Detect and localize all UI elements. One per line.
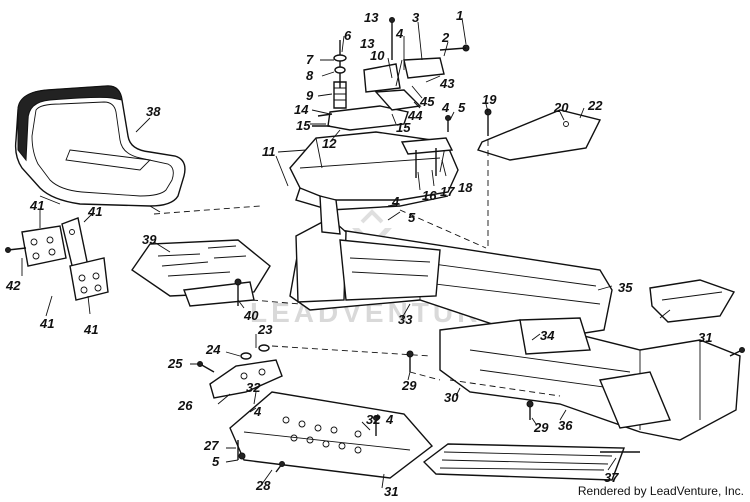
front-bracket bbox=[197, 344, 431, 399]
leader-lines bbox=[21, 17, 671, 489]
callout-16: 16 bbox=[422, 188, 437, 203]
callout-11: 11 bbox=[262, 144, 276, 159]
callout-26: 26 bbox=[177, 398, 193, 413]
callout-12: 12 bbox=[322, 136, 337, 151]
linkage-cluster bbox=[312, 17, 470, 178]
callout-31: 31 bbox=[698, 330, 712, 345]
callout-25: 25 bbox=[167, 356, 183, 371]
callout-19: 19 bbox=[482, 92, 497, 107]
callout-30: 30 bbox=[444, 390, 459, 405]
callout-32: 32 bbox=[246, 380, 261, 395]
callout-15: 15 bbox=[396, 120, 411, 135]
callout-37: 37 bbox=[604, 470, 619, 485]
callout-labels: 1 2 3 4 4 4 4 4 5 5 5 6 7 8 9 10 11 12 1… bbox=[5, 8, 712, 499]
callout-8: 8 bbox=[306, 68, 314, 83]
callout-39: 39 bbox=[142, 232, 157, 247]
callout-43: 43 bbox=[439, 76, 455, 91]
callout-41: 41 bbox=[39, 316, 54, 331]
callout-3: 3 bbox=[412, 10, 420, 25]
callout-33: 33 bbox=[398, 312, 413, 327]
floor-plate-right bbox=[477, 108, 602, 250]
callout-20: 20 bbox=[553, 100, 569, 115]
callout-41: 41 bbox=[87, 204, 102, 219]
callout-24: 24 bbox=[205, 342, 221, 357]
callout-4: 4 bbox=[385, 412, 394, 427]
callout-38: 38 bbox=[146, 104, 161, 119]
callout-31: 31 bbox=[384, 484, 398, 499]
callout-18: 18 bbox=[458, 180, 473, 195]
callout-36: 36 bbox=[558, 418, 573, 433]
rear-fender bbox=[649, 279, 736, 323]
callout-4: 4 bbox=[395, 26, 404, 41]
callout-28: 28 bbox=[255, 478, 271, 493]
callout-17: 17 bbox=[440, 184, 455, 199]
callout-32: 32 bbox=[366, 412, 381, 427]
callout-2: 2 bbox=[441, 30, 450, 45]
callout-4: 4 bbox=[253, 404, 262, 419]
seat-mount-plate bbox=[131, 239, 271, 307]
foot-mat bbox=[422, 443, 640, 481]
callout-5: 5 bbox=[212, 454, 220, 469]
callout-5: 5 bbox=[458, 100, 466, 115]
credit-text: Rendered by LeadVenture, Inc. bbox=[577, 484, 744, 498]
callout-5: 5 bbox=[408, 210, 416, 225]
callout-41: 41 bbox=[29, 198, 44, 213]
callout-29: 29 bbox=[533, 420, 549, 435]
footboard bbox=[229, 391, 434, 479]
callout-29: 29 bbox=[401, 378, 417, 393]
callout-23: 23 bbox=[257, 322, 273, 337]
callout-22: 22 bbox=[587, 98, 603, 113]
callout-40: 40 bbox=[243, 308, 259, 323]
callout-10: 10 bbox=[370, 48, 385, 63]
callout-44: 44 bbox=[407, 108, 423, 123]
seat-hinge-brackets bbox=[5, 217, 109, 301]
loose-bolts bbox=[153, 205, 561, 473]
seat bbox=[14, 85, 186, 213]
callout-9: 9 bbox=[306, 88, 314, 103]
callout-27: 27 bbox=[203, 438, 219, 453]
callout-13: 13 bbox=[360, 36, 375, 51]
callout-6: 6 bbox=[344, 28, 352, 43]
callout-13: 13 bbox=[364, 10, 379, 25]
callout-42: 42 bbox=[5, 278, 21, 293]
callout-35: 35 bbox=[618, 280, 633, 295]
callout-1: 1 bbox=[456, 8, 463, 23]
footboard-tread-holes bbox=[282, 416, 362, 454]
callout-14: 14 bbox=[294, 102, 309, 117]
callout-34: 34 bbox=[540, 328, 555, 343]
callout-4: 4 bbox=[441, 100, 450, 115]
rear-frame bbox=[439, 317, 745, 441]
callout-7: 7 bbox=[306, 52, 314, 67]
main-frame bbox=[289, 195, 613, 341]
callout-41: 41 bbox=[83, 322, 98, 337]
callout-15: 15 bbox=[296, 118, 311, 133]
callout-45: 45 bbox=[419, 94, 435, 109]
callout-4: 4 bbox=[391, 194, 400, 209]
